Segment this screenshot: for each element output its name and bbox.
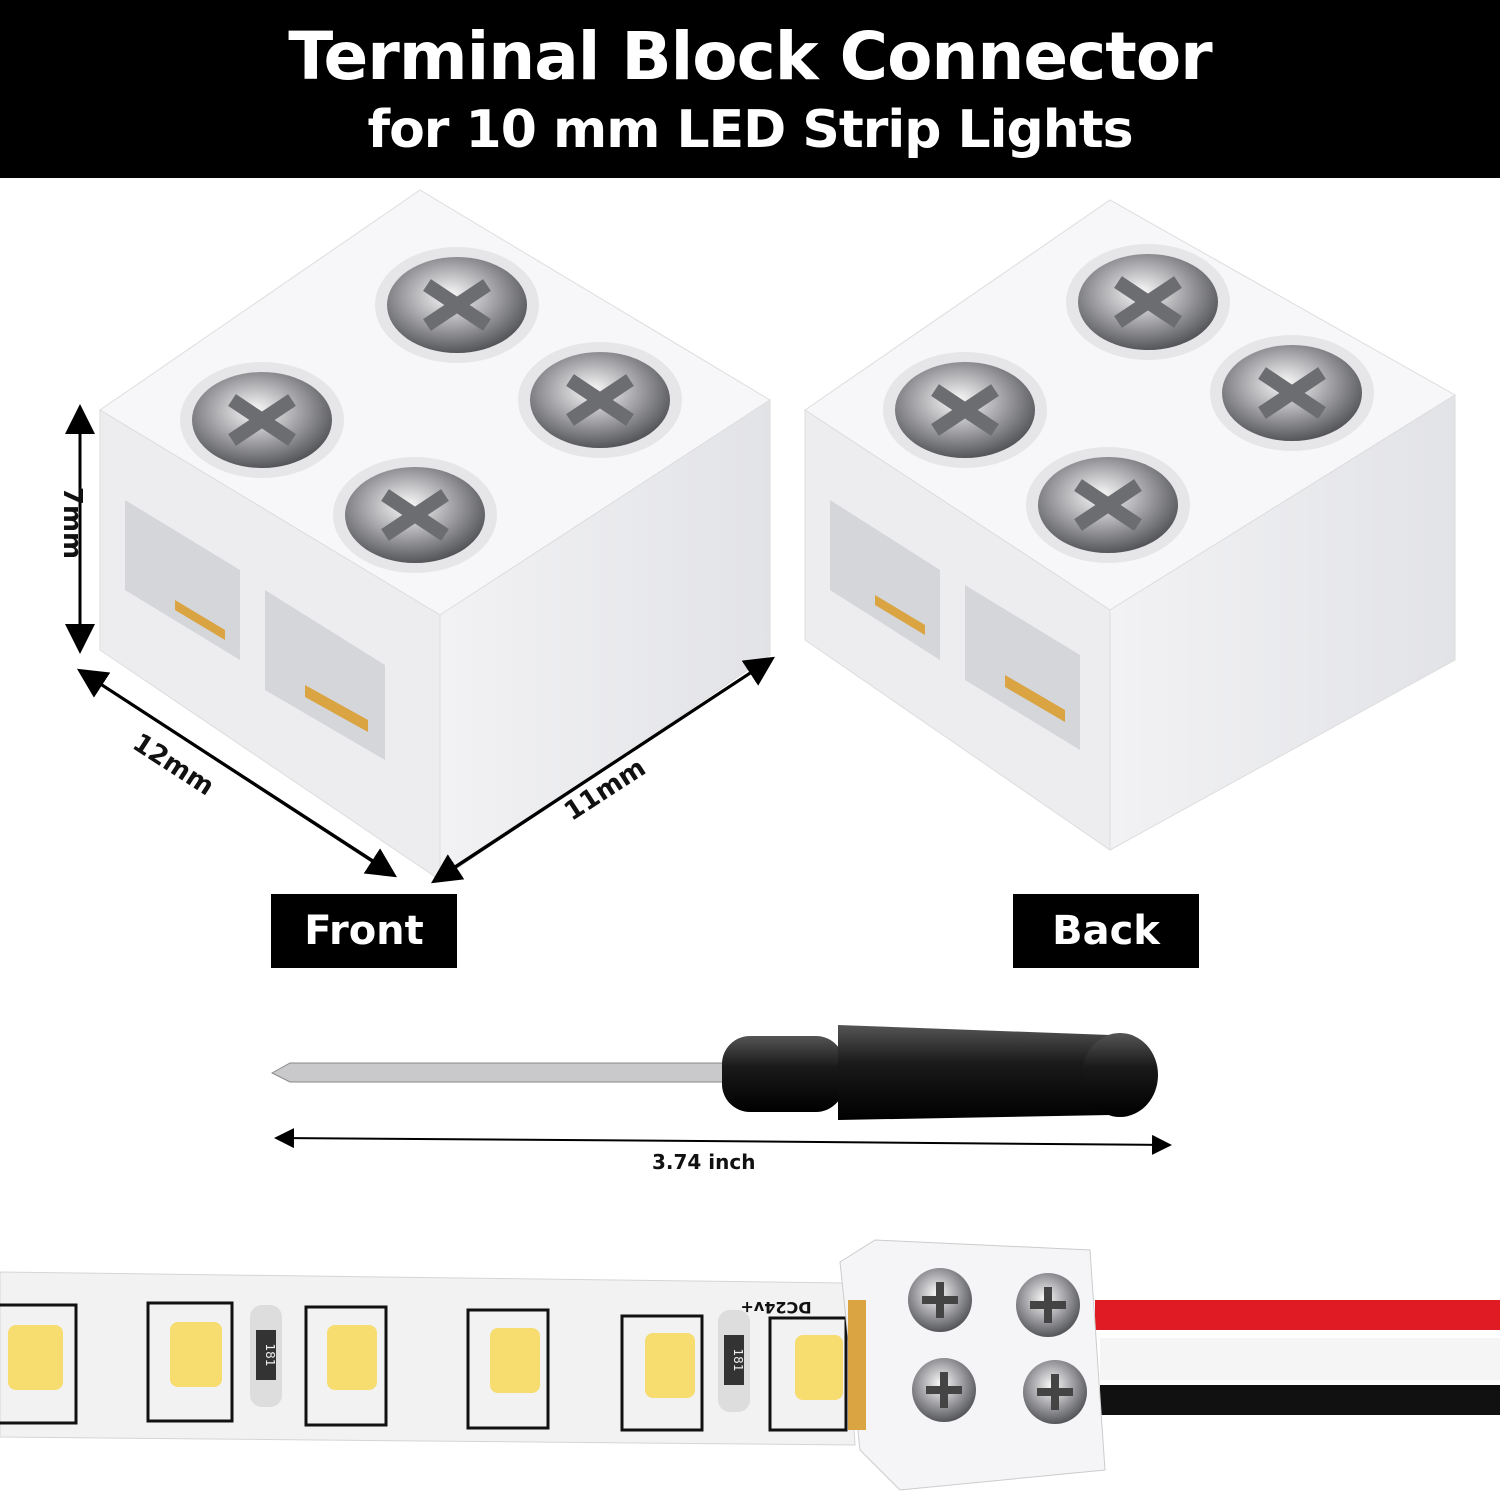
title-banner: Terminal Block Connector for 10 mm LED S… (0, 0, 1500, 178)
led-chip (466, 1308, 550, 1430)
back-terminal-block (804, 199, 1456, 851)
screw-icon (518, 342, 682, 458)
led-chip (768, 1316, 848, 1432)
screw-icon (333, 457, 497, 573)
screw-icon (1210, 335, 1374, 451)
black-wire (1100, 1385, 1500, 1415)
front-label: Front (271, 894, 457, 968)
screwdriver (270, 1025, 1158, 1120)
screw-icon (1066, 244, 1230, 360)
screw-icon (1016, 1273, 1080, 1337)
length-arrow (274, 1128, 701, 1149)
screw-icon (180, 362, 344, 478)
installed-terminal-block (839, 1239, 1106, 1491)
page-subtitle: for 10 mm LED Strip Lights (367, 100, 1133, 160)
screw-icon (908, 1268, 972, 1332)
led-strip: DC24v+ 181 181 (0, 1271, 856, 1446)
wire-slot (830, 500, 940, 660)
screw-icon (375, 247, 539, 363)
led-chip (0, 1303, 78, 1425)
resistor-code: 181 (263, 1344, 277, 1367)
screwdriver-length-label: 3.74 inch (652, 1150, 756, 1174)
height-dimension-label: 7mm (57, 486, 88, 560)
page-title: Terminal Block Connector (288, 18, 1212, 95)
resistor-code: 181 (731, 1349, 745, 1372)
led-chip (146, 1301, 234, 1423)
back-label: Back (1013, 894, 1199, 968)
led-chip (620, 1314, 704, 1432)
wire-slot (265, 590, 385, 760)
screw-icon (912, 1358, 976, 1422)
screw-icon (883, 352, 1047, 468)
wire-slot (125, 500, 240, 660)
red-wire (1095, 1300, 1500, 1330)
led-chip (304, 1305, 388, 1427)
voltage-marking: DC24v+ (740, 1298, 811, 1317)
screw-icon (1023, 1360, 1087, 1424)
front-terminal-block (99, 189, 771, 881)
screw-icon (1026, 447, 1190, 563)
wire-slot (965, 585, 1080, 750)
